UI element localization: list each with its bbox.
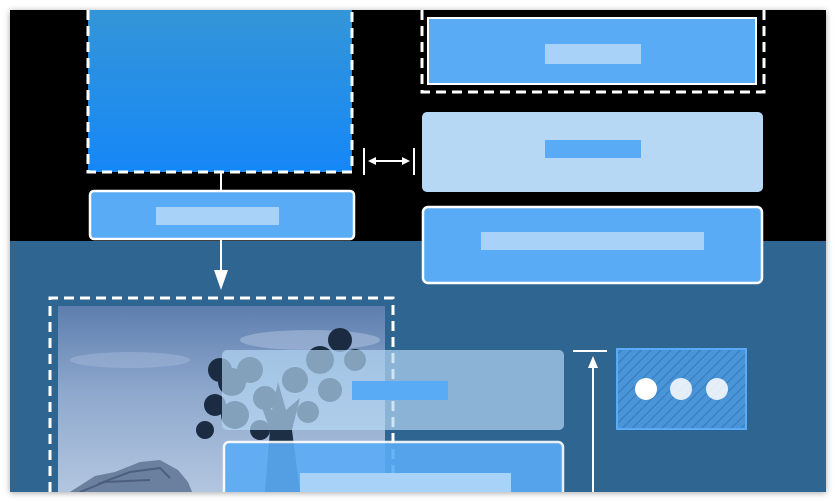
dot-1 [635, 378, 657, 400]
right-tile-selected-bar [545, 44, 641, 64]
overlay-tile-pale[interactable] [222, 350, 564, 430]
bottom-tile-bar [300, 473, 511, 492]
overlay-tile-pale-bar [352, 381, 448, 400]
diagram-canvas [10, 10, 826, 492]
diagram-svg [10, 10, 826, 492]
dot-3 [706, 378, 728, 400]
right-tile-pale[interactable] [422, 112, 763, 192]
right-tile-wide-bar [481, 232, 704, 250]
gradient-panel[interactable] [88, 10, 352, 172]
left-tile[interactable] [90, 191, 354, 239]
more-dots-icon[interactable] [617, 349, 746, 429]
left-tile-bar [156, 207, 279, 225]
right-tile-pale-bar [545, 140, 641, 158]
right-tile-wide[interactable] [423, 207, 762, 283]
right-tile-selected[interactable] [422, 10, 764, 92]
dot-2 [670, 378, 692, 400]
bottom-tile[interactable] [224, 442, 563, 492]
